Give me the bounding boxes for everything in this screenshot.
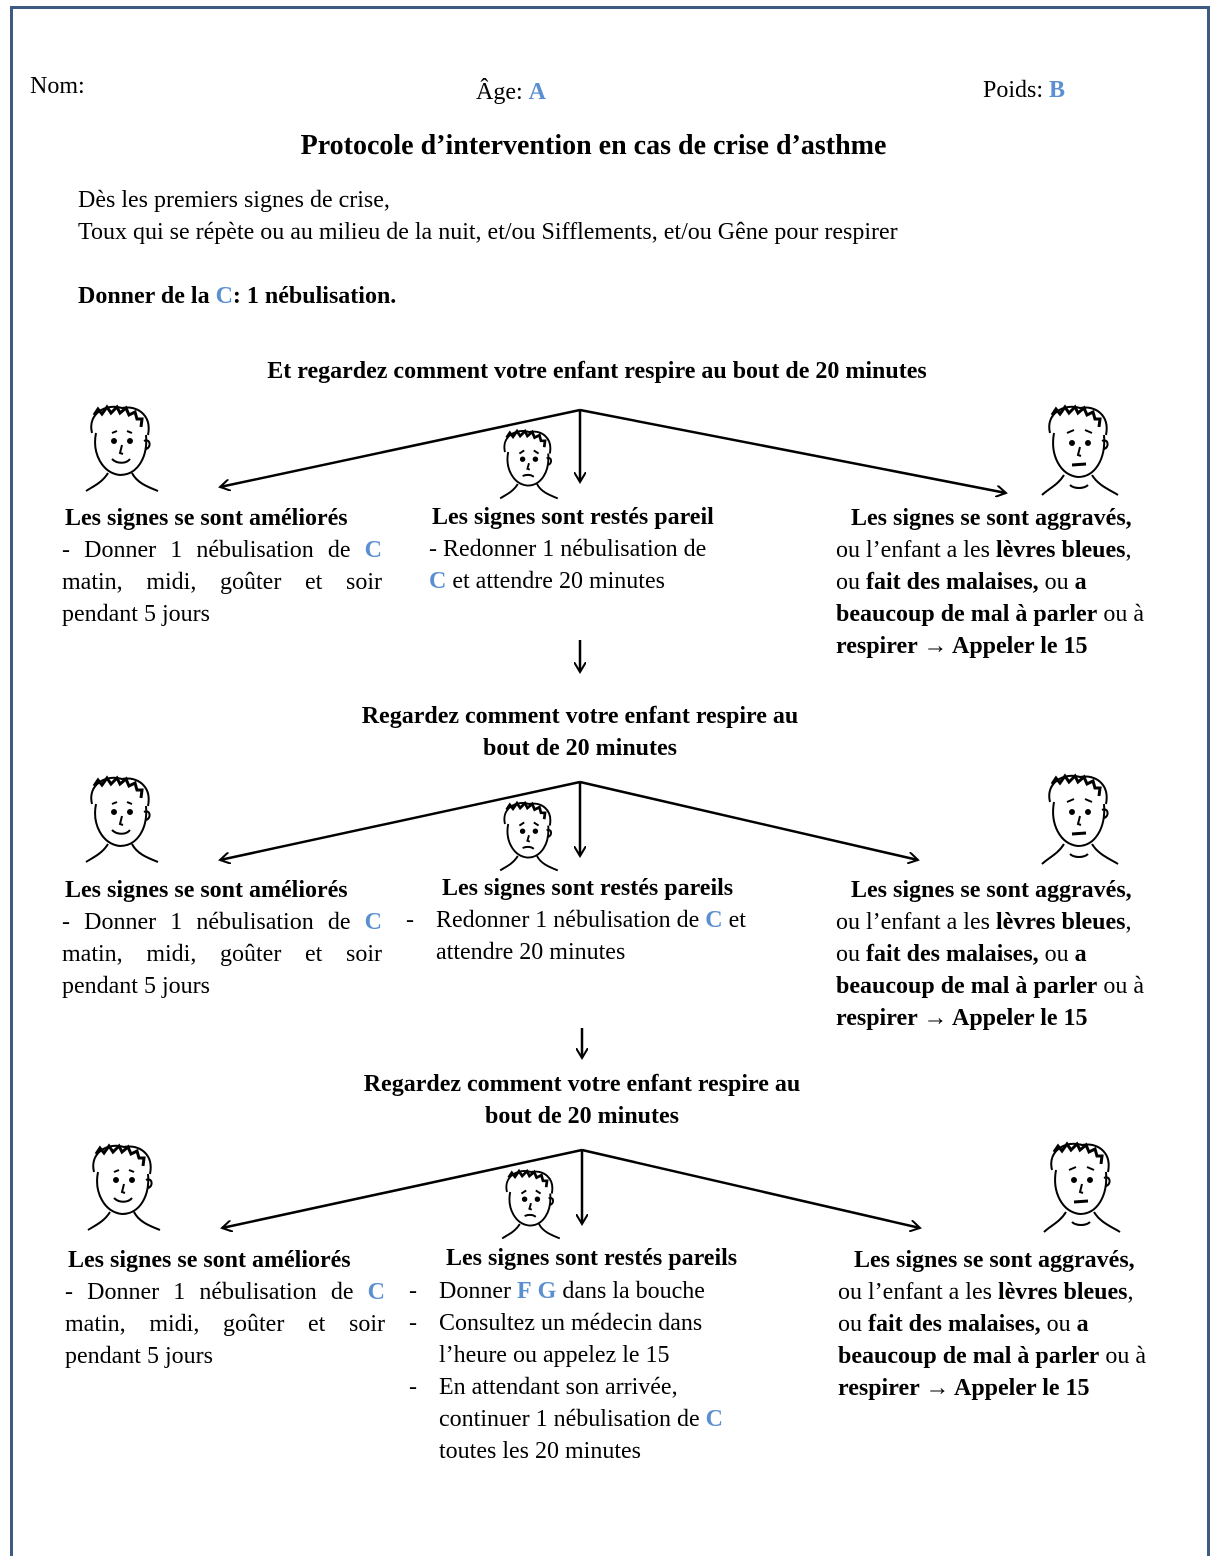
happy-child-face-icon xyxy=(85,775,159,863)
worse-line3-2: ou fait des malaises, ou a xyxy=(836,941,1087,967)
check-instruction-3-line1: Regardez comment votre enfant respire au xyxy=(363,1071,801,1097)
improved-text-1: - Donner 1 nébulisation de C matin, midi… xyxy=(62,537,382,627)
improved-heading-1: Les signes se sont améliorés xyxy=(65,505,348,531)
happy-child-face-icon xyxy=(85,404,159,492)
page-border xyxy=(10,6,1210,1556)
arrow-right-icon: → xyxy=(925,1375,950,1401)
same-text-3b-line2: l’heure ou appelez le 15 xyxy=(439,1342,670,1368)
worried-child-face-icon xyxy=(499,428,559,500)
age-field: Âge: A xyxy=(476,79,546,105)
distressed-child-face-icon xyxy=(1041,773,1119,865)
worse-line2-3: ou l’enfant a les lèvres bleues, xyxy=(838,1279,1134,1305)
distressed-child-face-icon xyxy=(1043,1141,1121,1233)
distressed-child-face-icon xyxy=(1041,404,1119,496)
same-text-3c-line1: En attendant son arrivée, xyxy=(439,1374,678,1400)
same-dash-3a: - xyxy=(409,1278,417,1304)
worried-child-face-icon xyxy=(501,1168,561,1240)
improved-heading-3: Les signes se sont améliorés xyxy=(68,1247,351,1273)
intro-line-1: Dès les premiers signes de crise, xyxy=(78,187,390,213)
worse-line3-3: ou fait des malaises, ou a xyxy=(838,1311,1089,1337)
check-instruction-3-line2: bout de 20 minutes xyxy=(484,1103,680,1129)
check-instruction-2-line2: bout de 20 minutes xyxy=(482,735,678,761)
same-text-3b-line1: Consultez un médecin dans xyxy=(439,1310,703,1336)
same-heading-3: Les signes sont restés pareils xyxy=(446,1245,738,1271)
same-text-3c-line3: toutes les 20 minutes xyxy=(439,1438,641,1464)
worse-line3-1: ou fait des malaises, ou a xyxy=(836,569,1087,595)
same-dash-3b: - xyxy=(409,1310,417,1336)
name-label: Nom: xyxy=(30,73,85,99)
improved-heading-2: Les signes se sont améliorés xyxy=(65,877,348,903)
happy-child-face-icon xyxy=(87,1143,161,1231)
worse-heading-1: Les signes se sont aggravés, xyxy=(851,505,1132,531)
page-title: Protocole d’intervention en cas de crise… xyxy=(300,130,887,161)
worse-heading-3: Les signes se sont aggravés, xyxy=(854,1247,1135,1273)
same-dash-3c: - xyxy=(409,1374,417,1400)
worse-line5-1: respirer → Appeler le 15 xyxy=(836,633,1088,659)
improved-text-3: - Donner 1 nébulisation de C matin, midi… xyxy=(65,1279,385,1369)
first-dose-instruction: Donner de la C: 1 nébulisation. xyxy=(78,283,397,309)
worse-line2-2: ou l’enfant a les lèvres bleues, xyxy=(836,909,1132,935)
same-text-3c-line2: continuer 1 nébulisation de C xyxy=(439,1406,723,1432)
same-heading-2: Les signes sont restés pareils xyxy=(442,875,734,901)
worse-heading-2: Les signes se sont aggravés, xyxy=(851,877,1132,903)
same-dash-2: - xyxy=(406,907,414,933)
age-value: A xyxy=(528,79,546,105)
weight-field: Poids: B xyxy=(983,77,1066,103)
check-instruction-2-line1: Regardez comment votre enfant respire au xyxy=(361,703,799,729)
weight-value: B xyxy=(1049,77,1066,103)
same-text-2-line1: Redonner 1 nébulisation de C et xyxy=(436,907,746,933)
intro-line-2: Toux qui se répète ou au milieu de la nu… xyxy=(78,219,898,245)
same-text-1-line1: - Redonner 1 nébulisation de xyxy=(429,536,707,562)
worse-line4-1: beaucoup de mal à parler ou à xyxy=(836,601,1144,627)
worse-line4-2: beaucoup de mal à parler ou à xyxy=(836,973,1144,999)
improved-text-2: - Donner 1 nébulisation de C matin, midi… xyxy=(62,909,382,999)
worse-line5-3: respirer → Appeler le 15 xyxy=(838,1375,1090,1401)
arrow-right-icon: → xyxy=(923,633,948,659)
worse-line4-3: beaucoup de mal à parler ou à xyxy=(838,1343,1146,1369)
same-heading-1: Les signes sont restés pareil xyxy=(432,504,714,530)
arrow-right-icon: → xyxy=(923,1005,948,1031)
worse-line2-1: ou l’enfant a les lèvres bleues, xyxy=(836,537,1132,563)
same-text-2-line2: attendre 20 minutes xyxy=(436,939,626,965)
same-text-1-line2: C et attendre 20 minutes xyxy=(429,568,665,594)
worse-line5-2: respirer → Appeler le 15 xyxy=(836,1005,1088,1031)
check-instruction-1: Et regardez comment votre enfant respire… xyxy=(267,358,927,384)
same-text-3a: Donner F G dans la bouche xyxy=(439,1278,705,1304)
worried-child-face-icon xyxy=(499,800,559,872)
